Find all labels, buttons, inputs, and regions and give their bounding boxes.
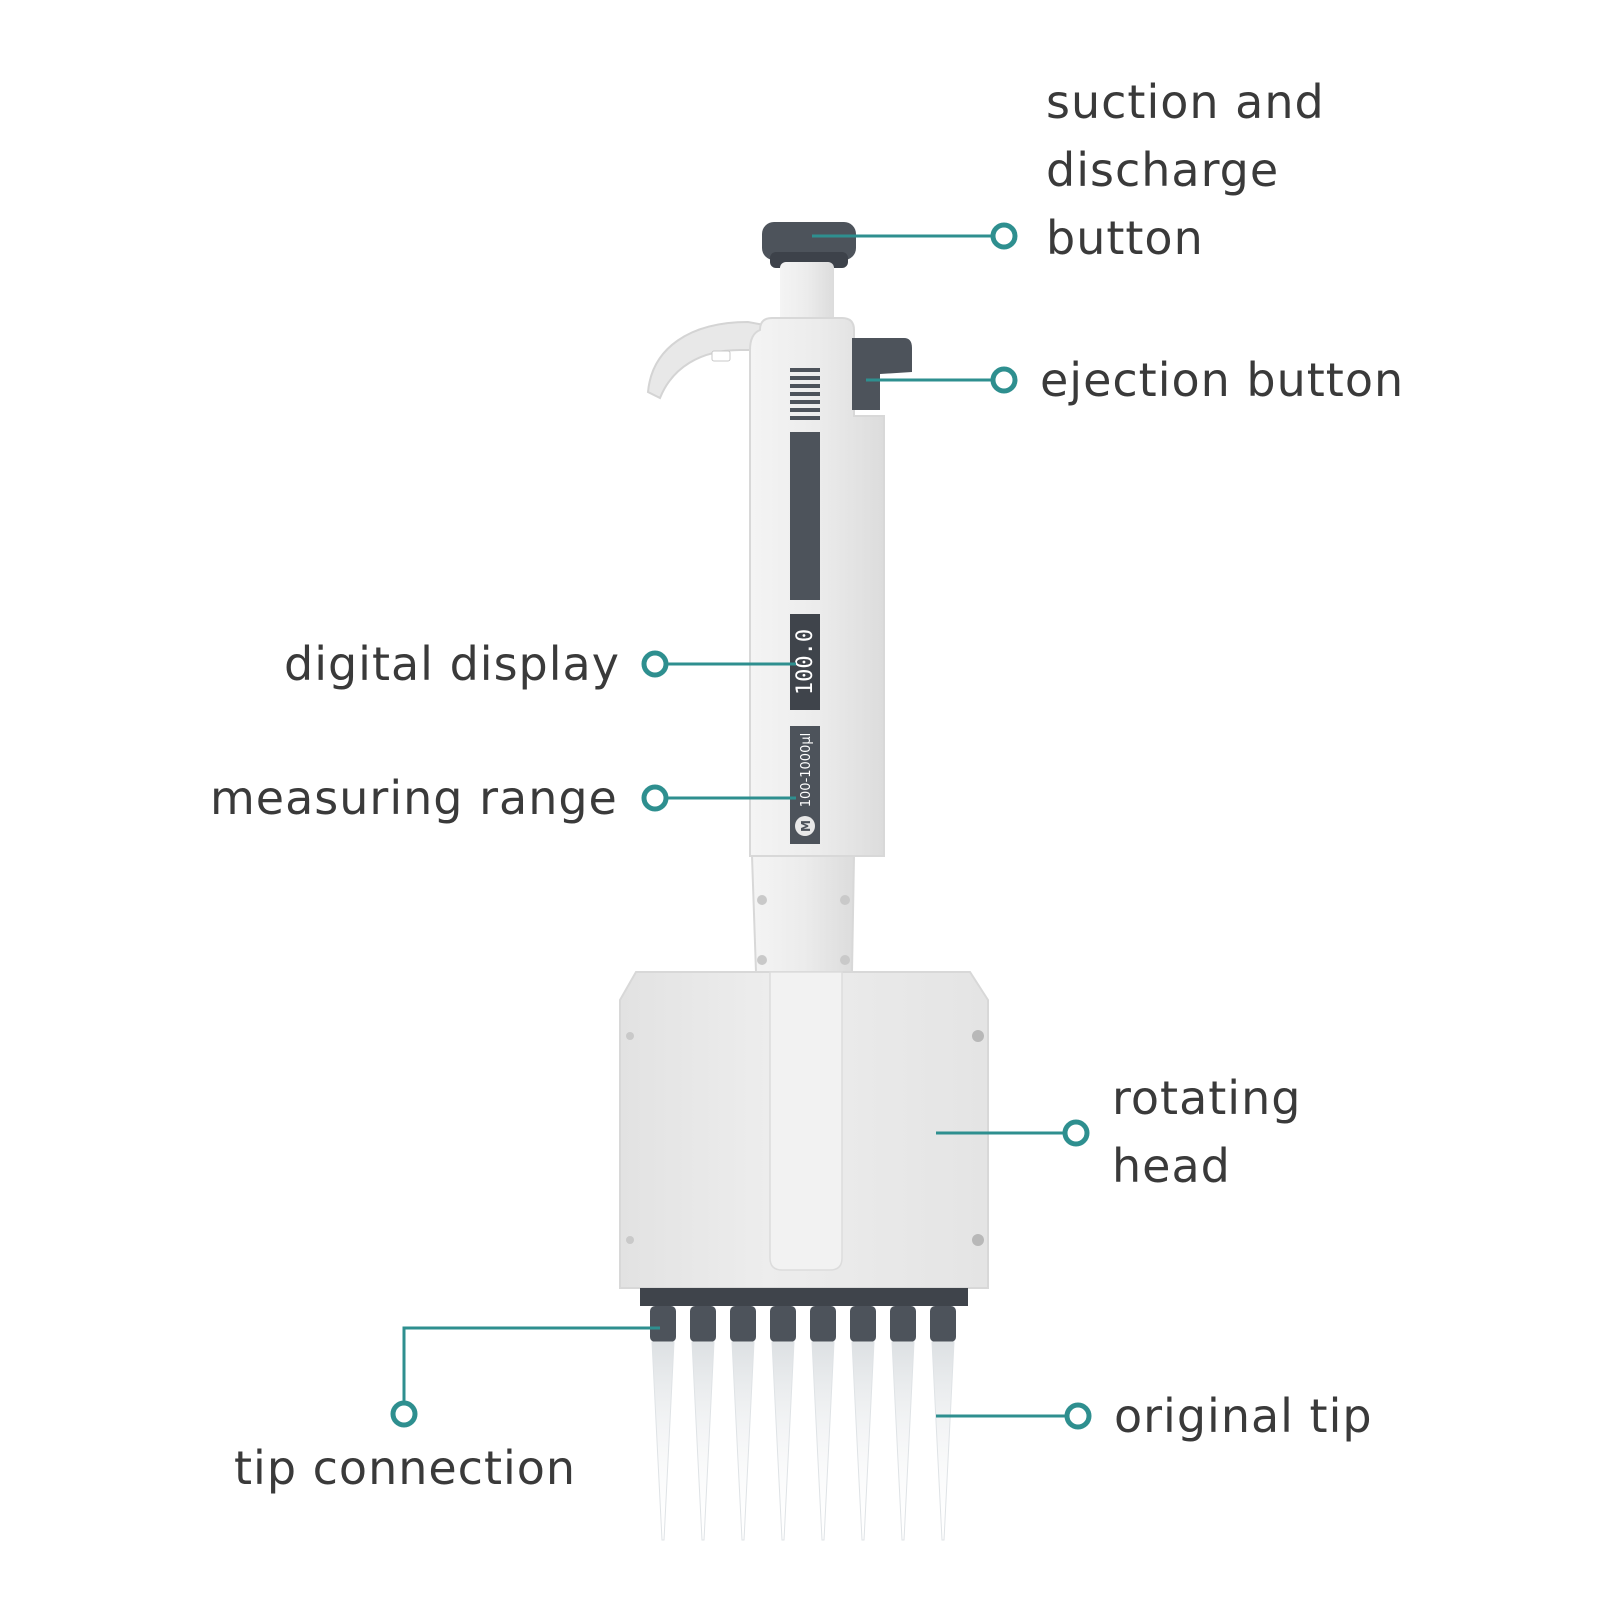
marker-ejection — [990, 366, 1018, 394]
display-reading: 100.0 — [793, 629, 818, 695]
marker-measuring-range — [641, 784, 669, 812]
callout-original-tip: original tip — [1114, 1389, 1373, 1443]
range-badge — [795, 816, 815, 836]
marker-suction — [990, 222, 1018, 250]
callout-rotating-line-2: head — [1112, 1139, 1231, 1193]
callout-digital-display: digital display — [284, 637, 620, 691]
callout-suction-line-2: discharge — [1046, 143, 1280, 197]
callout-tip-connection: tip connection — [234, 1441, 577, 1495]
marker-digital-display — [641, 650, 669, 678]
callout-rotating-line-1: rotating — [1112, 1071, 1302, 1125]
tip-connectors — [650, 1306, 956, 1342]
callout-measuring-range: measuring range — [210, 771, 618, 825]
callout-suction-line-3: button — [1046, 211, 1204, 265]
volume-window — [790, 432, 820, 600]
callout-lines — [402, 234, 1066, 1418]
range-text: 100-1000μl — [799, 733, 814, 807]
marker-rotating-head — [1062, 1119, 1090, 1147]
ejection-button[interactable] — [852, 338, 912, 410]
pipette-tips — [651, 1341, 955, 1541]
tip-connection-strip — [640, 1288, 968, 1306]
range-badge-letter: M — [799, 820, 813, 832]
digital-display — [790, 614, 820, 710]
callout-markers — [390, 222, 1092, 1430]
marker-original-tip — [1064, 1402, 1092, 1430]
pipette-neck — [750, 855, 856, 973]
callout-suction-line-1: suction and — [1046, 75, 1325, 129]
callout-suction-discharge-button: suction and discharge button — [1046, 68, 1325, 272]
grip-stripes — [790, 368, 820, 420]
marker-tip-connection — [390, 1400, 418, 1428]
callout-ejection-button: ejection button — [1040, 353, 1405, 407]
plunger-cap[interactable] — [762, 222, 856, 268]
plunger-shaft — [780, 262, 834, 332]
rotating-head — [619, 971, 989, 1289]
callout-rotating-head: rotating head — [1112, 1064, 1301, 1200]
